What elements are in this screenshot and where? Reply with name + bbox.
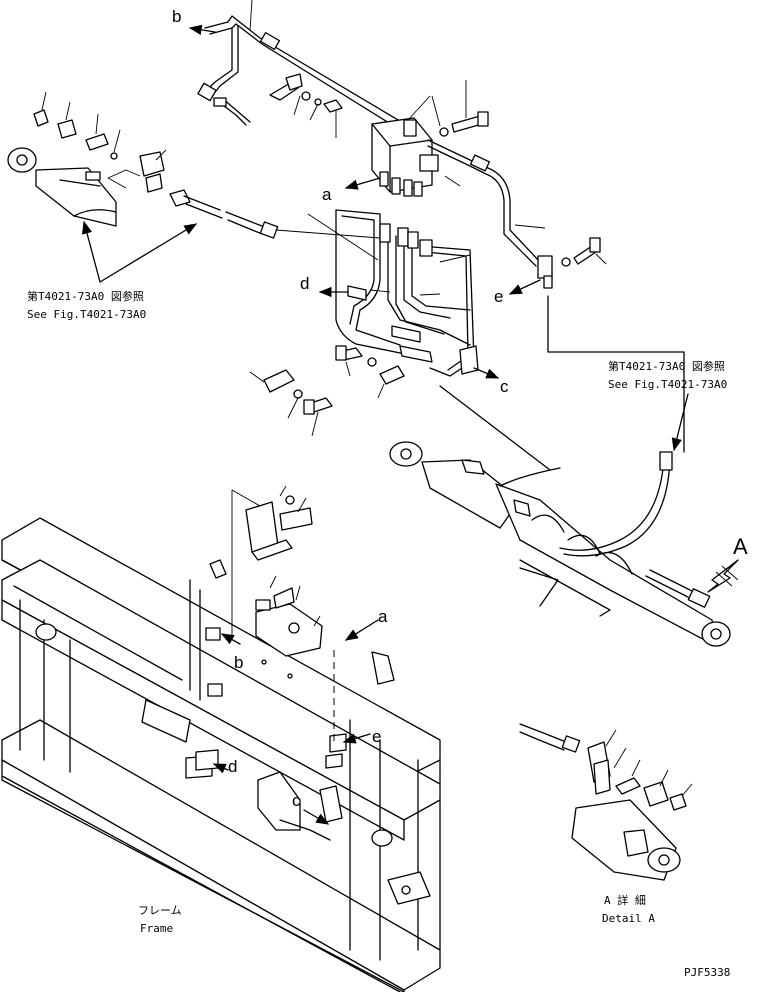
pipe-e	[427, 139, 553, 289]
arrow-e-upper	[508, 279, 541, 295]
frame-label-en: Frame	[140, 922, 173, 935]
tube-cluster	[307, 209, 479, 377]
valve-bolt	[431, 80, 489, 137]
frame-label-jp: フレーム	[138, 904, 182, 917]
arrow-c-upper	[473, 367, 500, 379]
ref-right-en: See Fig.T4021-73A0	[608, 378, 727, 391]
arrow-a-upper	[344, 177, 381, 190]
detail-label-jp: A 詳 細	[604, 893, 646, 907]
callout-a-lower: a	[378, 607, 388, 626]
callout-d-upper: d	[300, 274, 309, 293]
arrow-d-lower	[212, 763, 229, 774]
callout-e-upper: e	[494, 287, 503, 306]
ref-left-en: See Fig.T4021-73A0	[27, 308, 146, 321]
frame-brackets	[231, 485, 323, 657]
arrow-b-lower	[220, 633, 241, 645]
callout-b-top: b	[172, 7, 181, 26]
callout-c-upper: c	[500, 377, 509, 396]
detail-A	[519, 723, 693, 881]
arrow-e-lower	[342, 733, 371, 744]
detail-label-en: Detail A	[602, 912, 655, 925]
right-cylinder	[389, 385, 731, 647]
ref-right-jp: 第T4021-73A0 図参照	[608, 359, 725, 373]
ref-left-jp: 第T4021-73A0 図参照	[27, 289, 144, 303]
arrow-b-top	[188, 24, 216, 35]
callout-b-lower: b	[234, 653, 243, 672]
view-arrow-A	[707, 559, 739, 593]
clamp-parts	[249, 345, 405, 437]
fitting-top-small	[213, 73, 343, 138]
reference-right: 第T4021-73A0 図参照 See Fig.T4021-73A0	[608, 359, 727, 452]
left-cylinder	[7, 147, 117, 227]
callout-e-lower: e	[372, 727, 381, 746]
arrow-c-lower	[303, 809, 330, 825]
callout-A: A	[733, 534, 748, 559]
bolt-e	[561, 237, 607, 267]
callout-c-lower: c	[292, 791, 301, 810]
left-fittings	[33, 91, 167, 193]
drawing-id: PJF5338	[684, 966, 730, 979]
hose-right	[547, 295, 711, 608]
upper-pipe-b	[197, 0, 416, 137]
reference-left: 第T4021-73A0 図参照 See Fig.T4021-73A0	[27, 220, 198, 321]
frame	[1, 517, 441, 992]
callout-d-lower: d	[228, 757, 237, 776]
arrow-a-lower	[344, 619, 379, 641]
callout-a-upper: a	[322, 185, 332, 204]
left-hose	[169, 189, 381, 239]
control-valve	[371, 95, 461, 197]
